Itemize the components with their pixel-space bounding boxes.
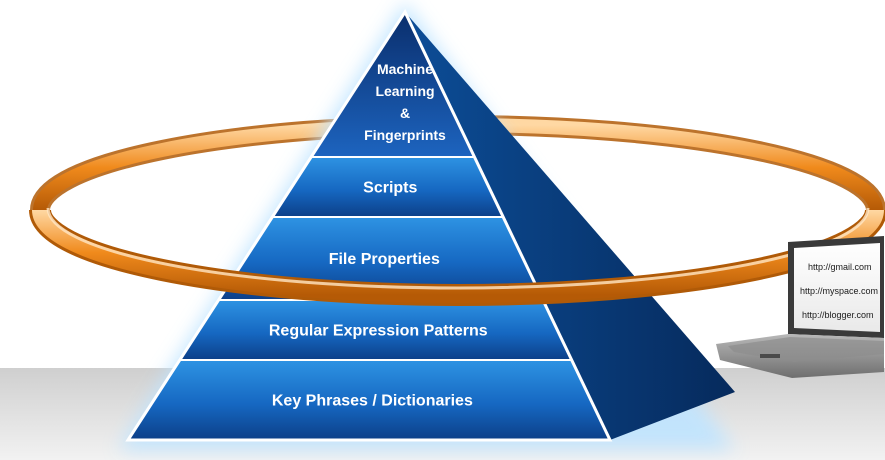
layer-label-machine-learning-3: Fingerprints — [364, 127, 446, 143]
url-gmail: http://gmail.com — [808, 262, 872, 272]
url-myspace: http://myspace.com — [800, 286, 878, 296]
laptop-screen — [794, 243, 880, 332]
layer-label-machine-learning-1: Learning — [375, 83, 434, 99]
layer-label-key-phrases: Key Phrases / Dictionaries — [272, 393, 473, 410]
layer-label-scripts: Scripts — [363, 180, 417, 197]
layer-label-regex: Regular Expression Patterns — [269, 323, 488, 340]
laptop: http://gmail.com http://myspace.com http… — [716, 236, 884, 378]
layer-label-machine-learning-2: & — [400, 105, 410, 121]
layer-label-machine-learning-0: Machine — [377, 61, 433, 77]
laptop-touchpad — [760, 354, 780, 358]
url-blogger: http://blogger.com — [802, 310, 874, 320]
layer-label-file-properties: File Properties — [329, 251, 440, 268]
pyramid-outline — [125, 8, 613, 442]
pyramid-side-face — [405, 12, 735, 440]
